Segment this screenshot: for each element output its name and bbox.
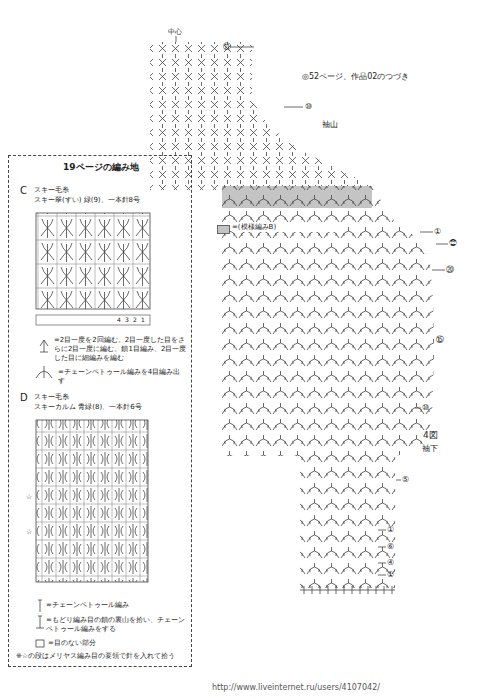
center-mark: 中心	[168, 28, 182, 37]
legend-text: =もどり編み目の鎖の裏山を拾い、チェーンペトゥール編みをする	[46, 616, 186, 634]
row-mark: ☆	[26, 528, 32, 537]
callout-number: ⑪	[223, 42, 231, 52]
swatch-letter: D	[20, 392, 28, 405]
callout-number: ④	[387, 558, 394, 568]
column-number: 3	[125, 316, 129, 324]
legend-text: =チェーンペトゥール編みを4目編み出す	[58, 368, 186, 386]
callout-number: ⑤	[402, 475, 409, 485]
swatch-letter: C	[20, 185, 27, 198]
note: ◎52ページ、作品02のつづき	[302, 72, 409, 82]
column-number: 2	[133, 316, 137, 324]
callout-number: ①	[434, 227, 441, 237]
legend-swatch	[217, 225, 230, 234]
yarn-note: スキー毛糸	[34, 393, 69, 402]
legend-text: =2目一度を2回編む。2目一度した目をさらに2目一度に編む。鎖1目編み、2目一度…	[54, 336, 188, 362]
column-number: 1	[141, 316, 145, 324]
legend-text: =(模様編みB)	[232, 223, 342, 232]
row-mark: ☆	[26, 493, 32, 502]
callout-number: ⑩	[305, 102, 312, 112]
column-number: 4	[117, 316, 121, 324]
callout-number: ⑩	[422, 403, 429, 413]
callout-number: ⑥	[387, 542, 394, 552]
callout-number: ①	[387, 525, 394, 535]
callout-number: ㉒	[449, 239, 457, 249]
callout-number: ⑳	[446, 265, 454, 275]
yarn-note: スキー翠(すい) 緑(9)、一本針8号	[34, 196, 140, 205]
yarn-note: スキーカルム 青緑(8)、一本針6号	[34, 403, 142, 412]
figure-number: 4図	[423, 430, 438, 441]
callout-number: ⑮	[436, 335, 444, 345]
yarn-note: スキー毛糸	[34, 186, 69, 195]
note: ※☆の段はメリヤス編み目の要領で針を入れて拾う	[16, 652, 188, 661]
watermark: http://www.liveinternet.ru/users/4107042…	[212, 683, 380, 693]
part-name: 袖山	[322, 120, 338, 130]
callout-number: ①	[387, 570, 394, 580]
panel-title: 19ページの編み地	[63, 162, 139, 173]
legend-text: =チェーンペトゥール編み	[46, 601, 186, 610]
part-name: 袖下	[422, 444, 438, 454]
legend-text: =目のない部分	[48, 639, 178, 648]
